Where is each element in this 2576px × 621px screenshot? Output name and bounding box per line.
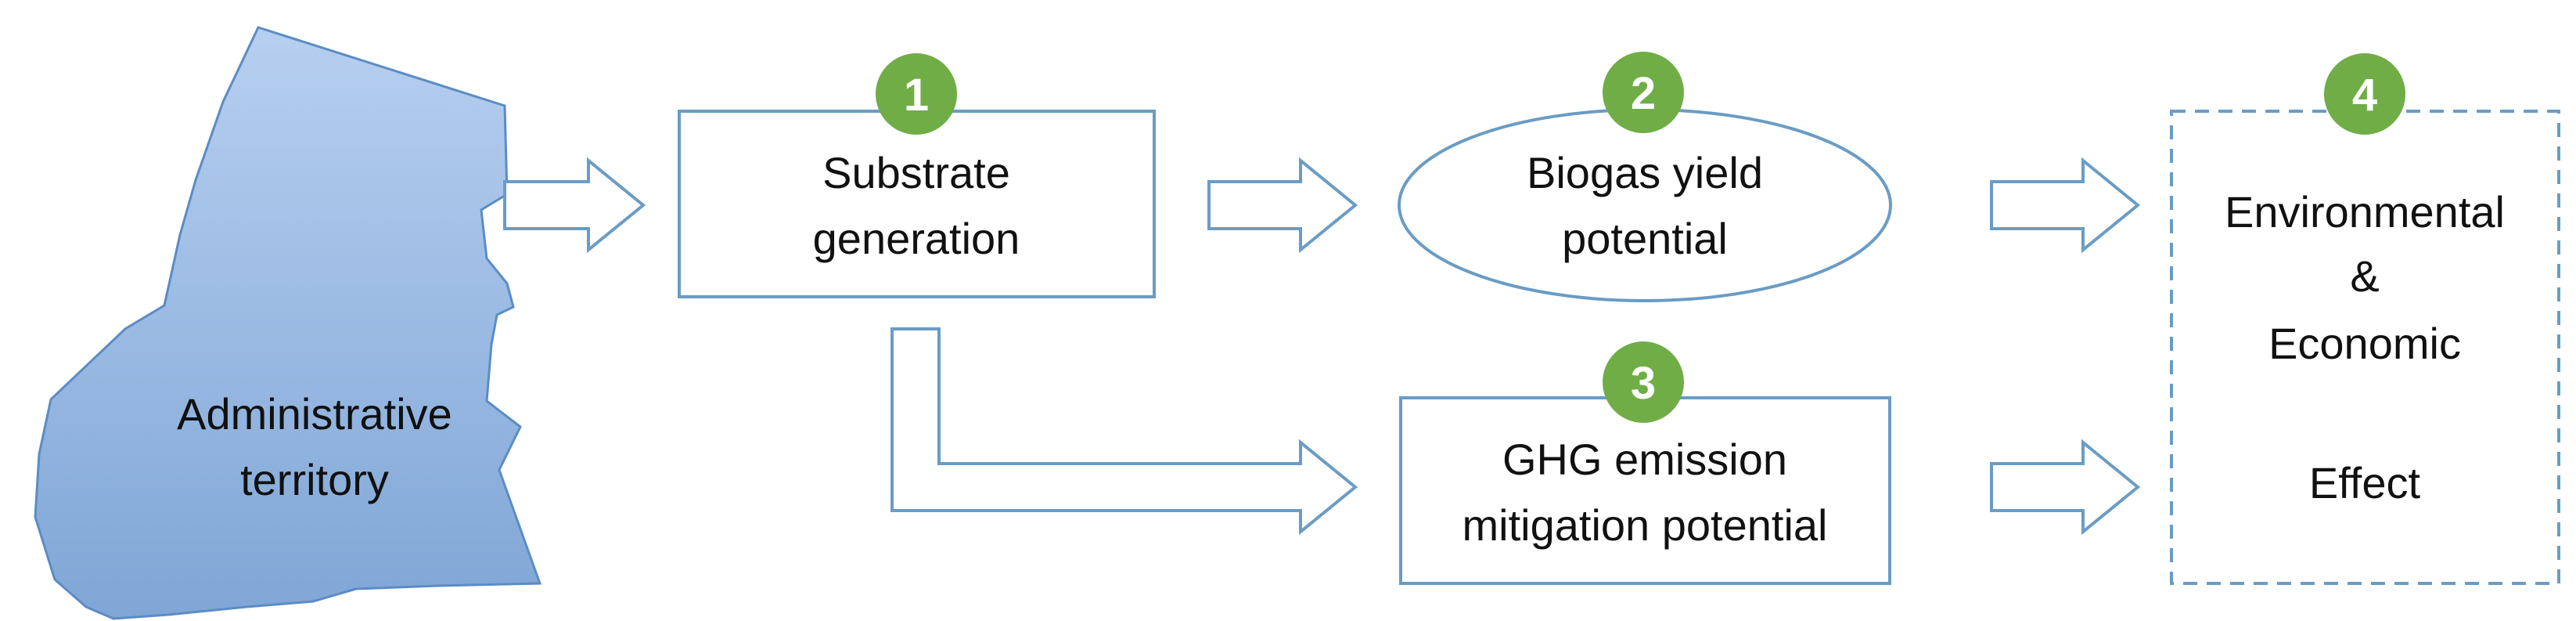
step-environmental-economic-effect: Environmental & Economic Effect 4 [2170,53,2560,585]
ghg-label-line2: mitigation potential [1462,500,1828,550]
substrate-label-line2: generation [813,214,1020,263]
badge-3 [1603,341,1684,423]
effect-label-line3: Economic [2268,319,2461,368]
substrate-box [678,110,1156,298]
territory-label-line1: Administrative [177,389,452,439]
badge-1 [876,53,957,135]
arrow-substrate-to-ghg [890,327,1358,536]
effect-label-line1: Environmental [2225,187,2505,236]
effect-box [2170,110,2560,585]
badge-1-number: 1 [904,70,929,121]
badge-4-number: 4 [2352,70,2377,121]
badge-4 [2324,53,2405,135]
ghg-label-line1: GHG emission [1502,435,1787,484]
ghg-box [1399,396,1891,585]
step-ghg-mitigation: GHG emission mitigation potential 3 [1399,341,1891,585]
territory-label-line2: territory [240,455,389,504]
arrow-territory-to-substrate [503,157,646,254]
arrow-substrate-to-biogas [1207,157,1358,254]
biogas-label-line1: Biogas yield [1527,148,1763,197]
substrate-label-line1: Substrate [822,148,1010,197]
badge-2-number: 2 [1631,68,1656,119]
arrow-ghg-to-effect [1990,439,2141,536]
biogas-ellipse [1398,108,1892,302]
step-biogas-yield: Biogas yield potential 2 [1398,52,1892,302]
territory-map-shape [34,26,542,620]
effect-label-line4: Effect [2309,458,2421,507]
biogas-label-line2: potential [1562,214,1728,263]
badge-3-number: 3 [1631,358,1656,409]
arrow-biogas-to-effect [1990,157,2141,254]
step-substrate-generation: Substrate generation 1 [678,53,1156,298]
administrative-territory: Administrative territory [34,26,542,620]
effect-label-line2: & [2350,251,2379,301]
badge-2 [1603,52,1684,133]
